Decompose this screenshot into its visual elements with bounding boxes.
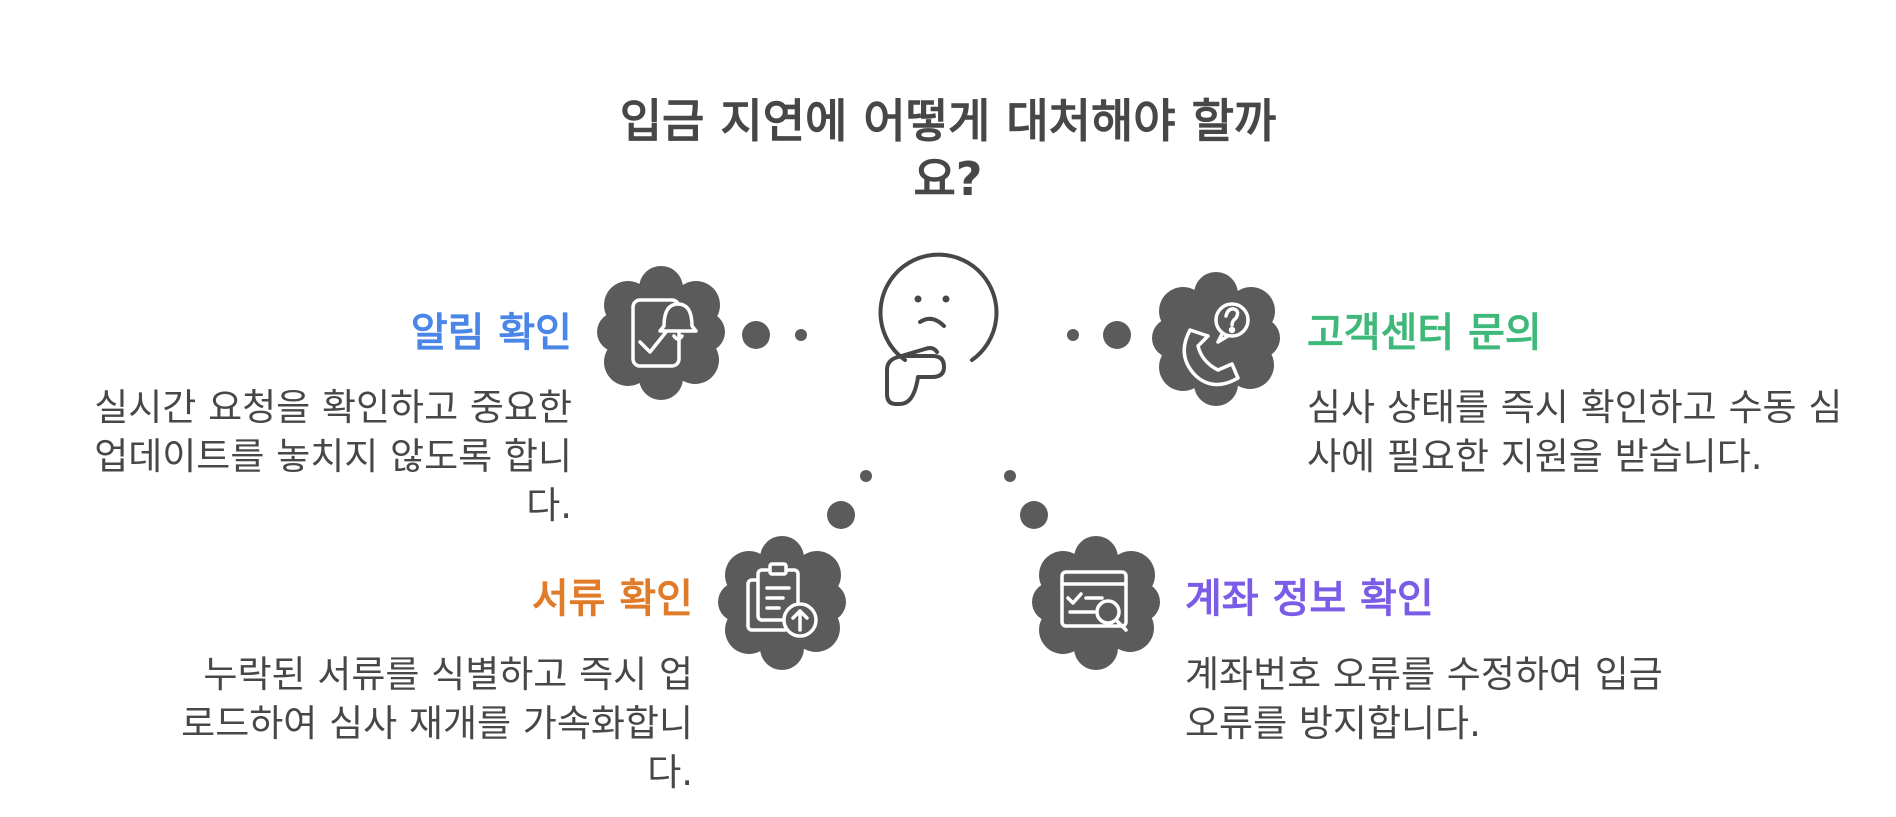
dot-account-small xyxy=(1004,470,1016,482)
documents-heading: 서류 확인 xyxy=(531,576,693,622)
thinking-face-icon xyxy=(878,252,999,406)
dot-notification-large xyxy=(742,321,770,349)
dot-notification-small xyxy=(795,329,807,341)
dot-support-small xyxy=(1067,329,1079,341)
diagram-title: 입금 지연에 어떻게 대처해야 할까요? xyxy=(619,94,1277,206)
notification-description: 실시간 요청을 확인하고 중요한 업데이트를 놓치지 않도록 합니다. xyxy=(94,386,572,527)
dot-support-large xyxy=(1103,321,1131,349)
phone-bell-icon xyxy=(597,266,725,400)
dot-documents-small xyxy=(860,470,872,482)
notification-heading: 알림 확인 xyxy=(410,310,572,356)
support-description: 심사 상태를 즉시 확인하고 수동 심사에 필요한 지원을 받습니다. xyxy=(1307,386,1843,478)
account-heading: 계좌 정보 확인 xyxy=(1185,576,1434,622)
dot-documents-large xyxy=(827,501,855,529)
dot-account-large xyxy=(1020,501,1048,529)
account-description: 계좌번호 오류를 수정하여 입금 오류를 방지합니다. xyxy=(1185,653,1663,745)
connector-dots xyxy=(742,321,1131,529)
phone-question-icon xyxy=(1152,272,1280,406)
support-heading: 고객센터 문의 xyxy=(1307,310,1542,356)
documents-description: 누락된 서류를 식별하고 즉시 업로드하여 심사 재개를 가속화합니다. xyxy=(181,653,693,794)
browser-search-icon xyxy=(1032,536,1160,670)
document-upload-icon xyxy=(718,536,846,670)
